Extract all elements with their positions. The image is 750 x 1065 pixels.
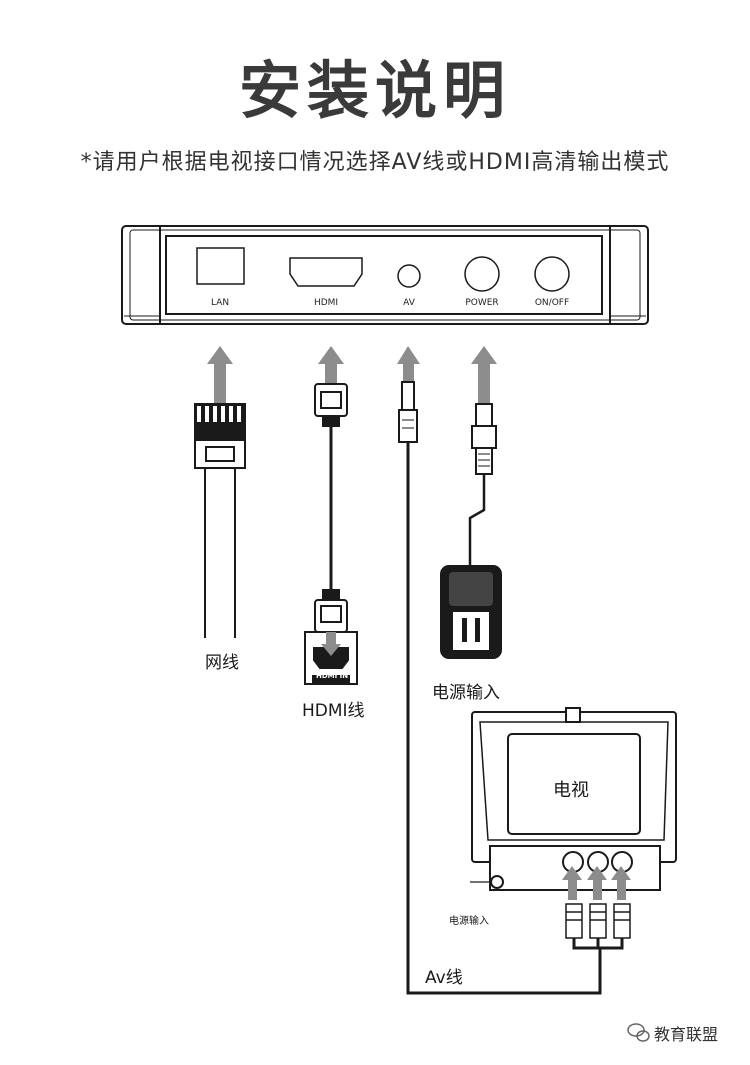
network-cable-label: 网线 (205, 653, 239, 673)
onoff-button (534, 256, 570, 292)
power-adapter (440, 403, 502, 659)
port-label-lan: LAN (210, 298, 230, 308)
arrows-up (207, 346, 497, 404)
watermark-text: 教育联盟 (654, 1025, 719, 1044)
network-plug (194, 403, 246, 638)
power-input-label: 电源输入 (432, 683, 500, 703)
tv-power-input-label: 电源输入 (449, 916, 489, 927)
tv (470, 707, 677, 891)
lan-port (196, 247, 245, 285)
power-port (464, 256, 500, 292)
page-title: 安装说明 (238, 54, 511, 127)
page-subtitle: *请用户根据电视接口情况选择AV线或HDMI高清输出模式 (80, 150, 670, 175)
tv-label: 电视 (553, 780, 589, 801)
av-port (397, 264, 421, 288)
wechat-icon (627, 1023, 650, 1042)
hdmi-cable-label: HDMI线 (302, 701, 365, 721)
set-top-box (121, 225, 649, 325)
port-label-av: AV (403, 298, 415, 308)
port-label-onoff: ON/OFF (534, 298, 570, 308)
hdmi-port (289, 257, 363, 287)
port-label-power: POWER (465, 298, 499, 308)
port-label-hdmi: HDMI (313, 298, 339, 308)
hdmi-in-label: HDMI IN (316, 672, 349, 680)
av-cable (398, 381, 602, 995)
rca-plugs (565, 903, 631, 950)
rca-arrows (562, 866, 631, 900)
av-cable-label: Av线 (425, 968, 463, 988)
